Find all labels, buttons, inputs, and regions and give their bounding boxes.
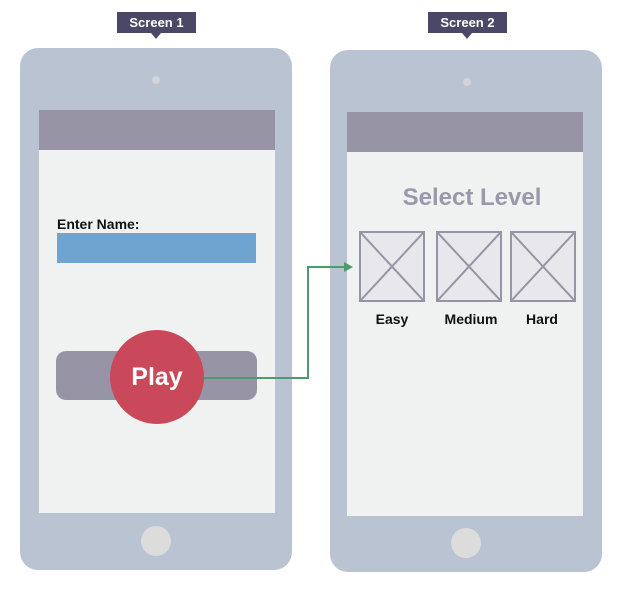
header-bar: [347, 112, 583, 152]
header-bar: [39, 110, 275, 150]
level-label-hard[interactable]: Hard: [526, 311, 558, 327]
phone-2: [330, 50, 602, 572]
camera-icon: [152, 76, 160, 84]
enter-name-label: Enter Name:: [57, 216, 140, 232]
phone-1: [20, 48, 292, 570]
select-level-title: Select Level: [402, 184, 542, 211]
tag-pointer: [462, 33, 472, 39]
image-placeholder-icon: [437, 232, 501, 301]
image-placeholder-icon: [360, 232, 424, 301]
arrow-head: [344, 262, 353, 272]
play-button[interactable]: Play: [110, 330, 204, 424]
screen-1: [39, 110, 275, 513]
arrow-line: [200, 266, 346, 379]
image-placeholder-icon: [511, 232, 575, 301]
level-image-hard[interactable]: [510, 231, 576, 302]
level-label-medium[interactable]: Medium: [444, 311, 498, 327]
screen-1-tag: Screen 1: [117, 12, 196, 33]
level-image-easy[interactable]: [359, 231, 425, 302]
screen-2: [347, 112, 583, 516]
name-input[interactable]: [57, 233, 256, 263]
level-image-medium[interactable]: [436, 231, 502, 302]
home-button[interactable]: [141, 526, 171, 556]
camera-icon: [463, 78, 471, 86]
screen-2-tag: Screen 2: [428, 12, 507, 33]
home-button[interactable]: [451, 528, 481, 558]
level-label-easy[interactable]: Easy: [375, 311, 409, 327]
tag-pointer: [151, 33, 161, 39]
